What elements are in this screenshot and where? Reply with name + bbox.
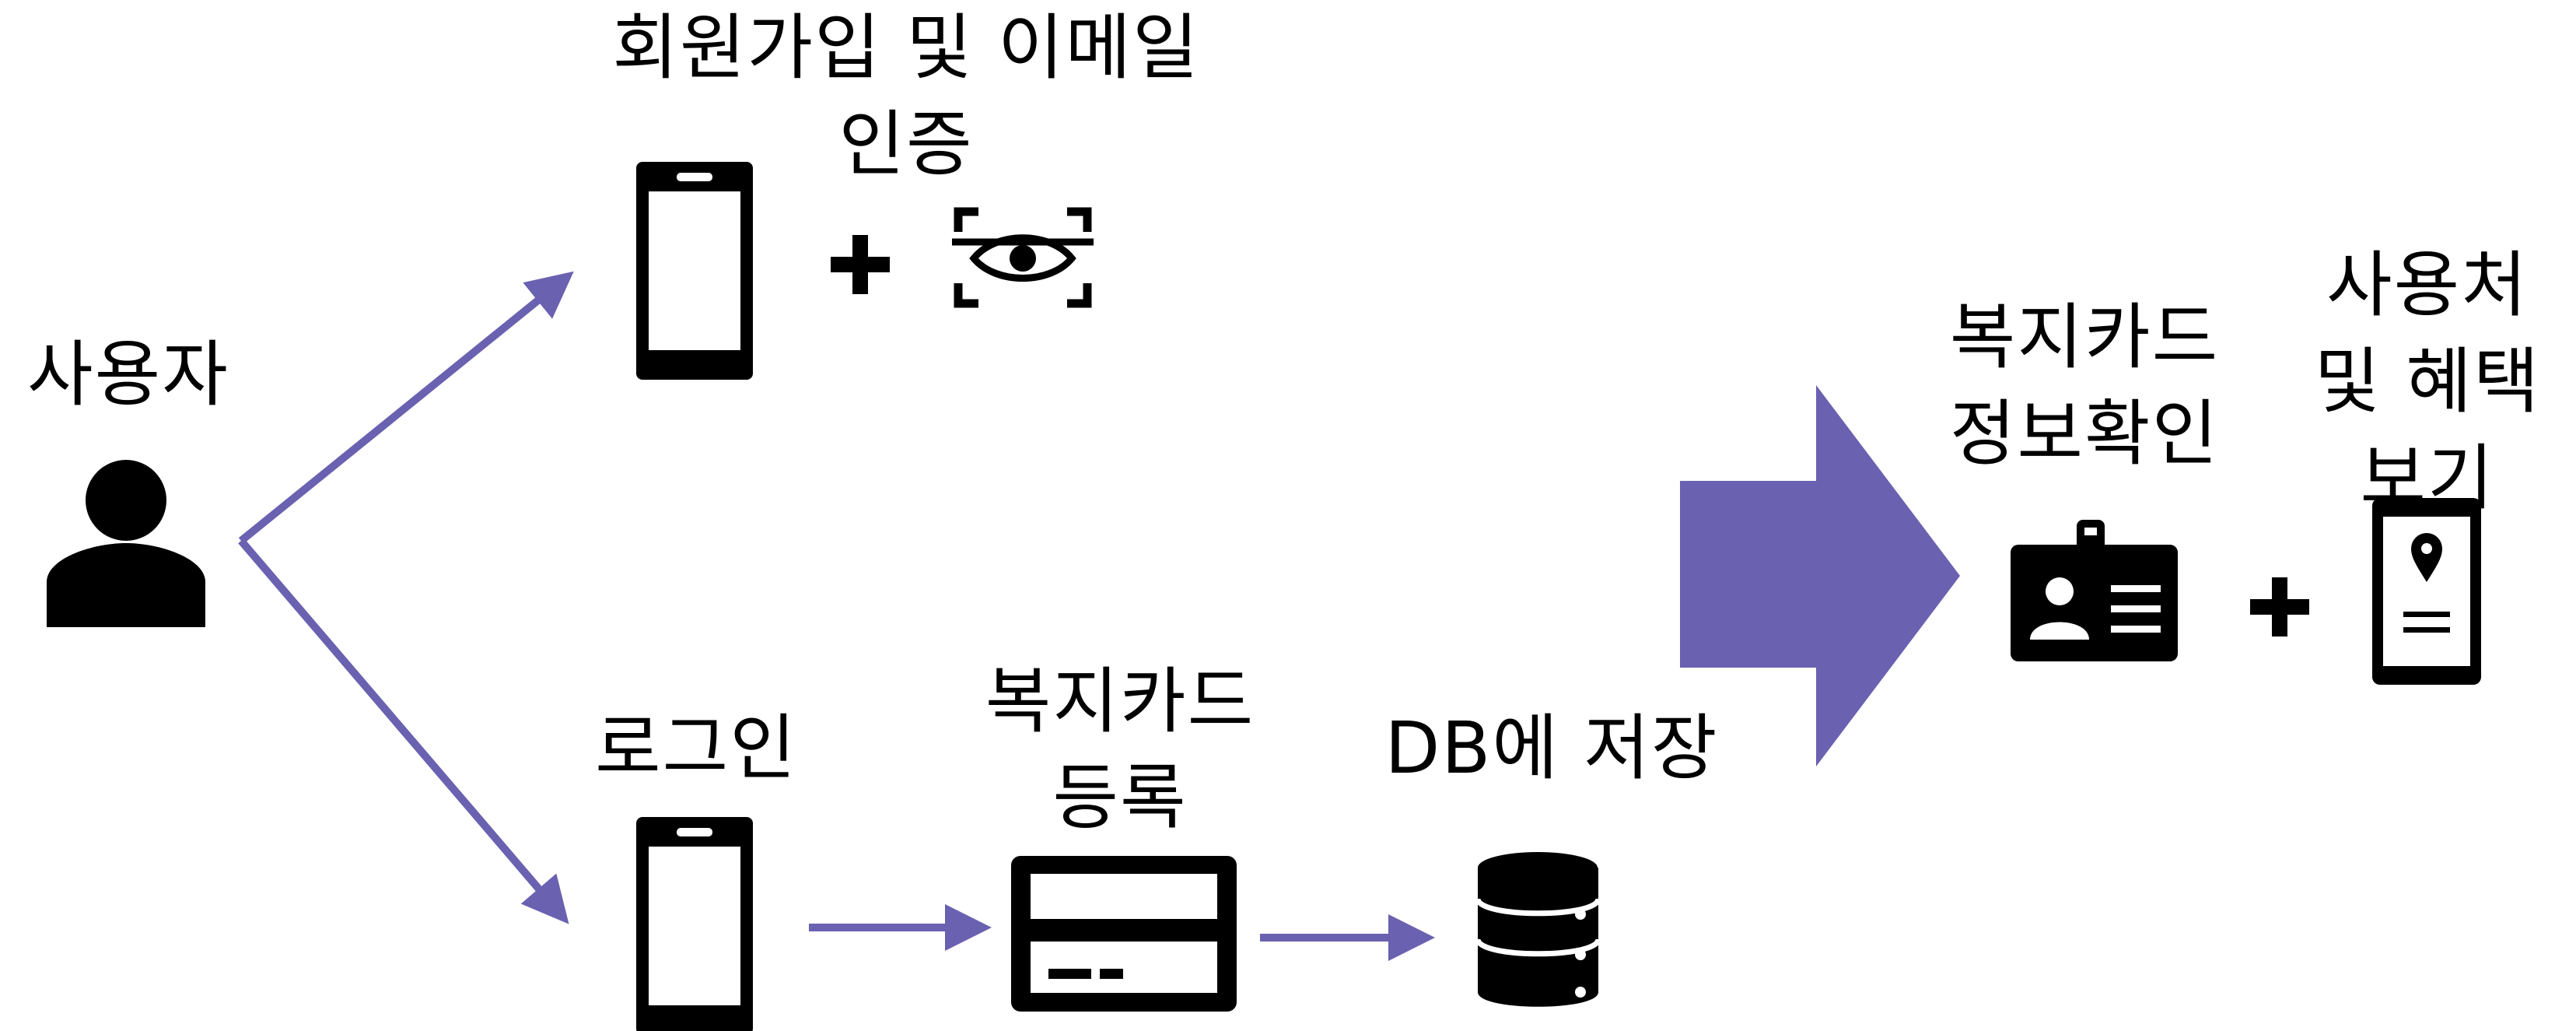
label-card-register: 복지카드 등록 [985, 660, 1255, 840]
arrow-user-to-signup [238, 271, 574, 544]
signup-phone-icon [636, 162, 753, 380]
credit-card-icon [1011, 856, 1237, 1012]
arrow-user-to-login [238, 538, 569, 924]
user-icon [47, 460, 205, 627]
label-card-check: 복지카드 정보확인 [1949, 296, 2220, 475]
label-usage-benefit: 사용처 및 혜택 보기 [2314, 244, 2541, 520]
phone-location-icon [2372, 498, 2481, 685]
label-signup: 회원가입 및 이메일 인증 [612, 6, 1200, 186]
big-arrow [1680, 385, 1960, 766]
id-badge-icon [2011, 520, 2178, 661]
plus-icon-signup [831, 235, 890, 294]
label-login: 로그인 [595, 707, 797, 790]
label-db-save: DB에 저장 [1384, 707, 1719, 790]
database-icon [1475, 852, 1601, 1007]
plus-icon-result [2250, 577, 2309, 636]
label-user: 사용자 [27, 333, 229, 416]
login-phone-icon [636, 817, 753, 1031]
eye-scan-icon [952, 207, 1094, 308]
